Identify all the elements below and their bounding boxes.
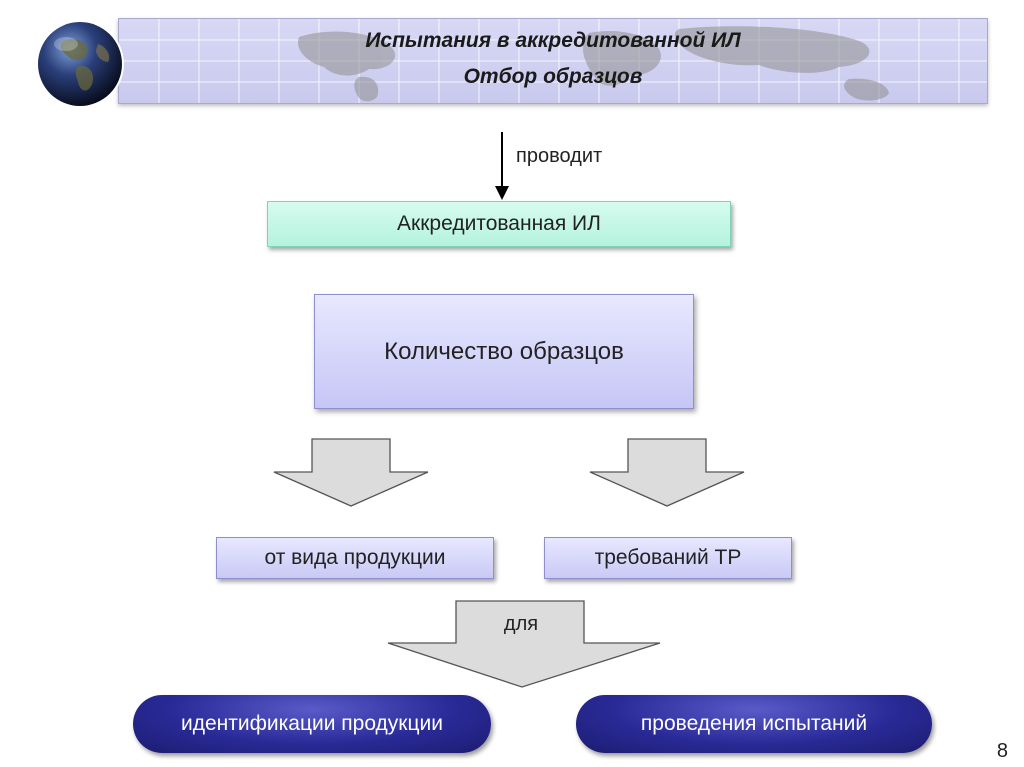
connector-label: проводит — [516, 145, 603, 167]
left-block-arrow — [273, 438, 429, 507]
accredited-lab-box: Аккредитованная ИЛ — [267, 201, 731, 247]
down-arrow-connector — [495, 132, 509, 200]
world-map-grid — [119, 19, 987, 103]
product-type-box: от вида продукции — [216, 537, 494, 579]
merge-block-arrow — [387, 600, 661, 688]
sample-quantity-box: Количество образцов — [314, 294, 694, 409]
identification-pill: идентификации продукции — [133, 695, 491, 753]
globe-icon — [36, 20, 124, 108]
header-title-line1: Испытания в аккредитованной ИЛ — [365, 29, 741, 52]
tr-requirements-box: требований ТР — [544, 537, 792, 579]
header-title-line2: Отбор образцов — [463, 65, 643, 88]
right-block-arrow — [589, 438, 745, 507]
merge-label: для — [503, 613, 539, 635]
testing-pill: проведения испытаний — [576, 695, 932, 753]
page-number: 8 — [996, 740, 1008, 762]
header-banner: Испытания в аккредитованной ИЛ Отбор обр… — [118, 18, 988, 104]
